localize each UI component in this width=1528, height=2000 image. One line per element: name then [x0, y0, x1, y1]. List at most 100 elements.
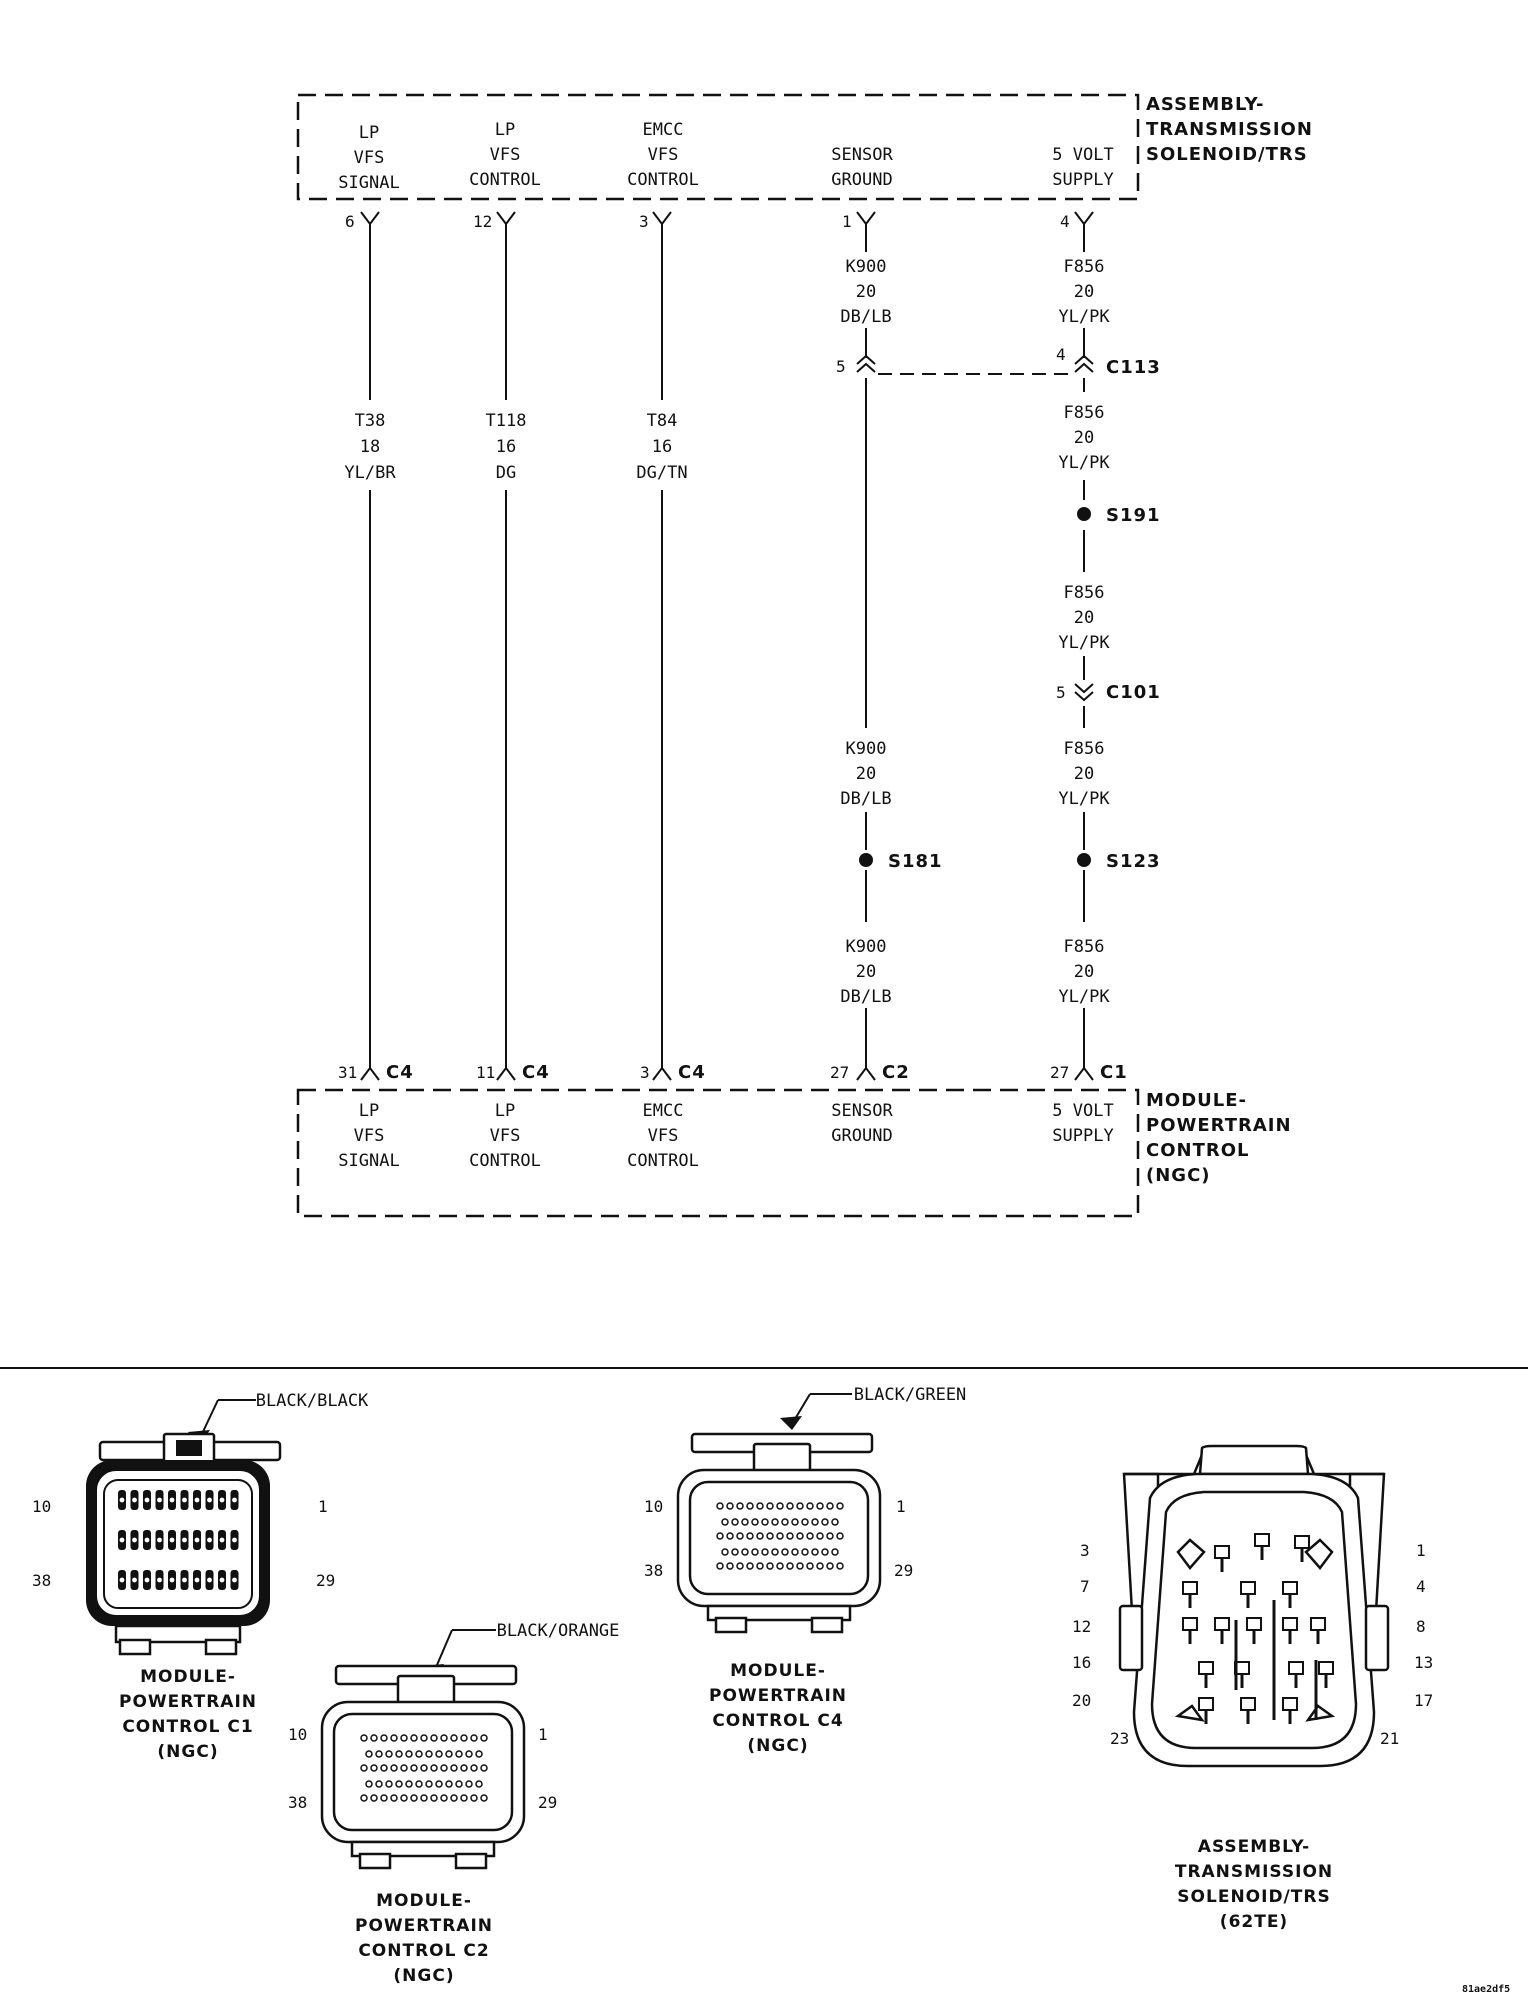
trs-terminal-6 — [360, 211, 380, 236]
c2-pin-cavity — [475, 1780, 483, 1788]
c4-pin-cavity — [721, 1548, 729, 1556]
c4-pin-cavity — [716, 1502, 724, 1510]
trs-pin-4: 4 — [1060, 212, 1070, 231]
s123-dot — [1077, 853, 1091, 867]
trs-title-line-1: ASSEMBLY- — [1146, 94, 1265, 115]
c4-pin-cavity — [786, 1532, 794, 1540]
c4-pin-cavity — [731, 1518, 739, 1526]
c2-pin-38: 38 — [288, 1793, 307, 1812]
c4-pin-cavity — [791, 1548, 799, 1556]
c4-pin-cavity — [806, 1502, 814, 1510]
c2-pin-cavity — [440, 1764, 448, 1772]
c4-pin-cavity — [756, 1532, 764, 1540]
c4-pin-cavity — [746, 1562, 754, 1570]
c1-pin-contact — [132, 1497, 137, 1503]
c2-pin-cavity — [420, 1794, 428, 1802]
c4-pin-cavity — [811, 1518, 819, 1526]
pcm-lp-vfs-control-l3: CONTROL — [469, 1151, 541, 1171]
pcm-dashed-outline — [296, 1088, 1140, 1218]
c4-pin-10: 10 — [644, 1497, 663, 1516]
c4-pin-cavity — [721, 1518, 729, 1526]
c2-pin-cavity — [400, 1794, 408, 1802]
c1-pin-contact — [182, 1537, 187, 1543]
c2-pin-cavity — [430, 1764, 438, 1772]
c1-pin-38: 38 — [32, 1571, 51, 1590]
trs-pin-12-label: 12 — [1072, 1617, 1091, 1636]
trs-terminal-blade — [1254, 1533, 1270, 1547]
c1-pin-contact — [157, 1577, 162, 1583]
c1-pin-contact — [219, 1497, 225, 1503]
c4-pin-cavity — [746, 1502, 754, 1510]
trs-terminal-blade — [1198, 1661, 1214, 1675]
f856-a-color: YL/PK — [1058, 307, 1110, 327]
c4-pin-cavity — [786, 1502, 794, 1510]
c1-pin-contact — [144, 1577, 150, 1583]
trs-terminal-12 — [496, 211, 516, 236]
c4-pin-cavity — [716, 1562, 724, 1570]
c1-pin-29: 29 — [316, 1571, 335, 1590]
c2-pin-cavity — [445, 1750, 453, 1758]
pcm-title-line-3: CONTROL — [1146, 1140, 1250, 1161]
c4-pin-cavity — [836, 1532, 844, 1540]
c2-pin-cavity — [375, 1750, 383, 1758]
c4-title-l2: POWERTRAIN — [709, 1686, 847, 1706]
c2-pin-cavity — [470, 1734, 478, 1742]
c4-pin-cavity — [816, 1562, 824, 1570]
connector-view-trs: 3 7 12 16 20 23 1 4 8 13 17 21 ASSEMBLY-… — [1072, 1444, 1433, 1932]
c4-pin-29: 29 — [894, 1561, 913, 1580]
c1-pin-grid — [118, 1490, 239, 1590]
inline-connector-c101: 5 C101 — [1056, 682, 1160, 703]
c1-pin-contact — [232, 1577, 237, 1583]
c4-foot-right — [810, 1616, 844, 1634]
c1-pin-contact — [207, 1497, 212, 1503]
c4-pin-cavity — [771, 1548, 779, 1556]
pcm-module-block: MODULE- POWERTRAIN CONTROL (NGC) LP VFS … — [296, 1088, 1291, 1218]
f856-d-color: YL/PK — [1058, 789, 1110, 809]
c2-pin-cavity — [365, 1780, 373, 1788]
splice-s123: S123 — [1077, 851, 1160, 872]
c1-pin-contact — [207, 1537, 212, 1543]
c2-pin-cavity — [415, 1750, 423, 1758]
c2-pin-cavity — [365, 1750, 373, 1758]
c4-pin-cavity — [826, 1502, 834, 1510]
c4-pin-cavity — [776, 1562, 784, 1570]
trs-5v-supply-l2: SUPPLY — [1052, 170, 1113, 190]
trs-pin-23-label: 23 — [1110, 1729, 1129, 1748]
f856-d-circuit: F856 — [1064, 739, 1105, 759]
trs-sensor-ground-l1: SENSOR — [831, 145, 893, 165]
inline-connector-c113: 5 4 C113 — [836, 345, 1160, 378]
c1-pin-contact — [157, 1497, 162, 1503]
c1-pin-contact — [169, 1497, 175, 1503]
trs-terminal-blade — [1318, 1661, 1334, 1675]
trs-lp-vfs-control-l2: VFS — [490, 145, 521, 165]
pcm-lp-vfs-signal-l3: SIGNAL — [338, 1151, 399, 1171]
c1-pin-contact — [132, 1537, 137, 1543]
c1-foot-left — [118, 1638, 152, 1656]
c1-color-label: BLACK/BLACK — [256, 1391, 369, 1411]
t38-color: YL/BR — [344, 463, 396, 483]
t118-color: DG — [496, 463, 516, 483]
trs-terminal-blade — [1310, 1617, 1326, 1631]
c4-pin-cavity — [731, 1548, 739, 1556]
c2-color-label: BLACK/ORANGE — [497, 1621, 620, 1641]
trs-pin-7-label: 7 — [1080, 1577, 1090, 1596]
c2-pin-cavity — [440, 1734, 448, 1742]
c2-pin-cavity — [405, 1780, 413, 1788]
c2-pin-cavity — [380, 1794, 388, 1802]
trs-key-tr — [1304, 1538, 1334, 1570]
c4-pin-cavity — [831, 1518, 839, 1526]
connector-view-c2: BLACK/ORANGE 10 1 38 29 MODULE- POWERTRA… — [288, 1621, 619, 1986]
f856-b-color: YL/PK — [1058, 453, 1110, 473]
c1-title-l4: (NGC) — [157, 1742, 218, 1762]
trs-pin-3-label: 3 — [1080, 1541, 1090, 1560]
c4-pin-cavity — [776, 1532, 784, 1540]
c2-pin-cavity — [405, 1750, 413, 1758]
c2-pin-cavity — [440, 1794, 448, 1802]
c2-pin-cavity — [430, 1794, 438, 1802]
c4-pin-cavity — [756, 1562, 764, 1570]
c1-pin-1: 1 — [318, 1497, 328, 1516]
trs-pin-6: 6 — [345, 212, 355, 231]
pcm-emcc-vfs-control-l3: CONTROL — [627, 1151, 699, 1171]
c4-pin-cavity — [796, 1532, 804, 1540]
